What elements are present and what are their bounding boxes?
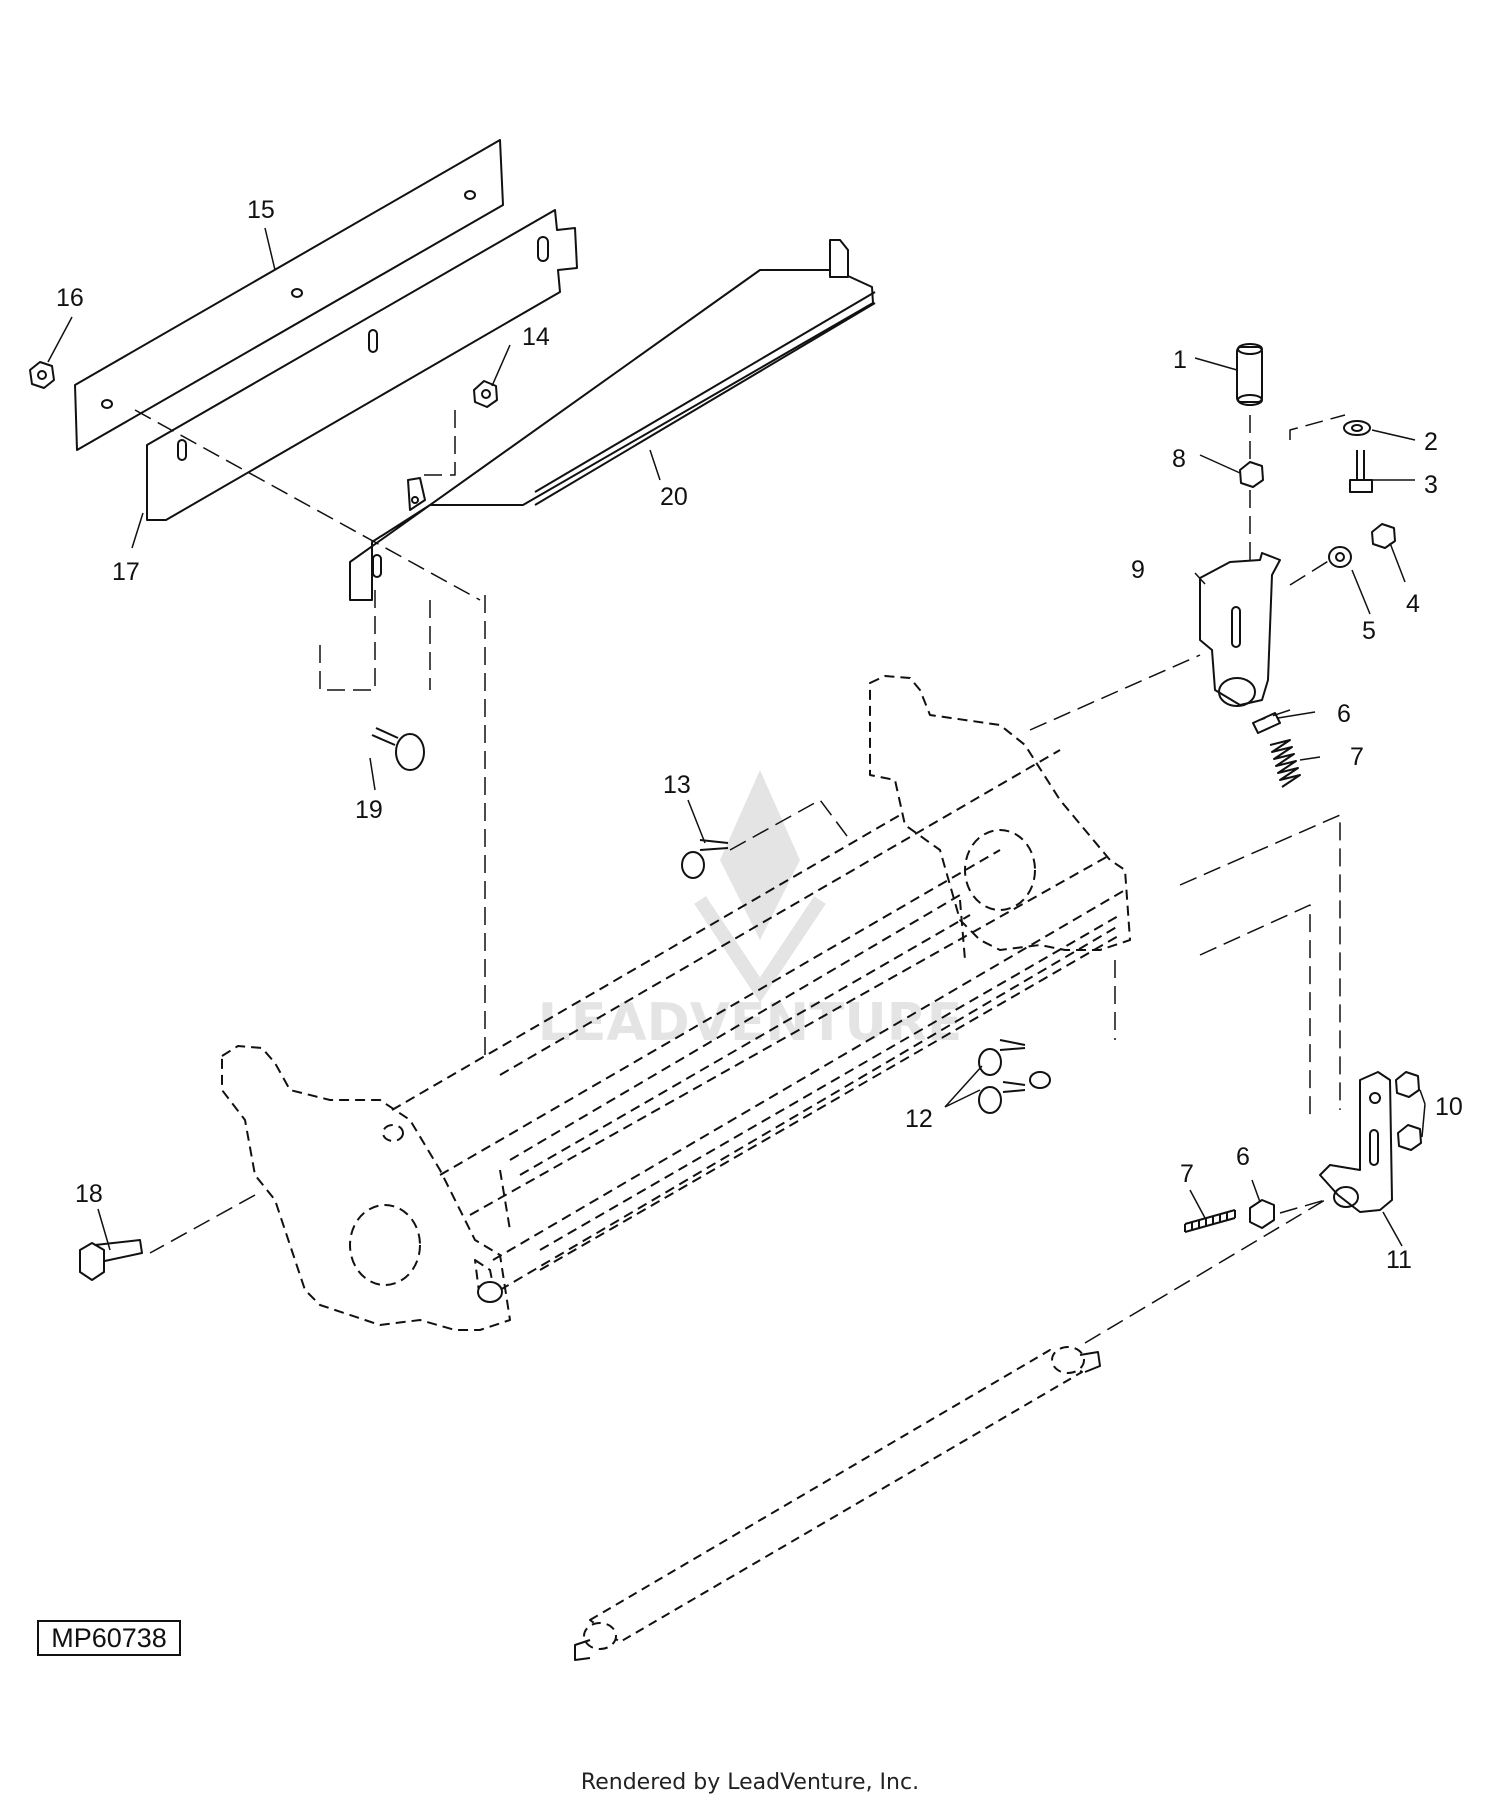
- callout-16: 16: [56, 284, 84, 312]
- callout-13: 13: [663, 771, 691, 799]
- part-20-bar: [349, 239, 876, 601]
- callout-10: 10: [1435, 1093, 1463, 1121]
- part-11-bracket: [1319, 1071, 1393, 1213]
- callout-19: 19: [355, 796, 383, 824]
- callout-7-upper: 7: [1350, 743, 1364, 771]
- part-2-washer: [1343, 420, 1371, 436]
- callout-6-upper: 6: [1337, 700, 1351, 728]
- callout-12: 12: [905, 1105, 933, 1133]
- part-1-sleeve: [1236, 343, 1263, 406]
- callout-15: 15: [247, 196, 275, 224]
- callout-labels: 15 16 14 17 20 19 13 1 2 3 8 9 4 5 6 7 1…: [56, 196, 1463, 1274]
- part-5-washer: [1328, 546, 1352, 568]
- reel-frame: [221, 675, 1131, 1331]
- part-3-bolt: [1349, 450, 1373, 493]
- callout-1: 1: [1173, 346, 1187, 374]
- part-14-nut: [473, 380, 498, 408]
- callout-3: 3: [1424, 471, 1438, 499]
- callout-18: 18: [75, 1180, 103, 1208]
- part-4-nut: [1371, 523, 1396, 549]
- part-12-bolts: [978, 1039, 1026, 1114]
- callout-4: 4: [1406, 590, 1420, 618]
- part-7-spring-upper: [1269, 739, 1301, 788]
- callout-14: 14: [522, 323, 550, 351]
- callout-8: 8: [1172, 445, 1186, 473]
- roller: [574, 1346, 1101, 1661]
- part-19-carriage-bolt: [371, 727, 425, 771]
- part-10-nuts: [1395, 1071, 1422, 1151]
- assembly-leader-lines: [134, 409, 1346, 1344]
- watermark: LEADVENTURE: [538, 770, 962, 1053]
- part-17-bracket: [146, 209, 578, 521]
- callout-leaders: [47, 227, 1426, 1251]
- callout-5: 5: [1362, 617, 1376, 645]
- callout-20: 20: [660, 483, 688, 511]
- part-16-nut: [29, 361, 55, 389]
- callout-6-lower: 6: [1236, 1143, 1250, 1171]
- callout-9: 9: [1131, 556, 1145, 584]
- part-15-plate: [74, 139, 504, 451]
- part-6-nut-lower: [1249, 1199, 1275, 1229]
- callout-7-lower: 7: [1180, 1160, 1194, 1188]
- callout-17: 17: [112, 558, 140, 586]
- diagram-reference-code: MP60738: [37, 1620, 181, 1656]
- callout-2: 2: [1424, 428, 1438, 456]
- callout-11: 11: [1386, 1246, 1412, 1274]
- part-6-pin-upper: [1252, 712, 1281, 734]
- part-18-bolt: [79, 1239, 143, 1281]
- footer-credit: Rendered by LeadVenture, Inc.: [580, 1770, 920, 1795]
- part-9-bracket: [1199, 552, 1281, 707]
- part-7-spring-lower: [1184, 1209, 1236, 1233]
- part-8-nut: [1239, 461, 1264, 488]
